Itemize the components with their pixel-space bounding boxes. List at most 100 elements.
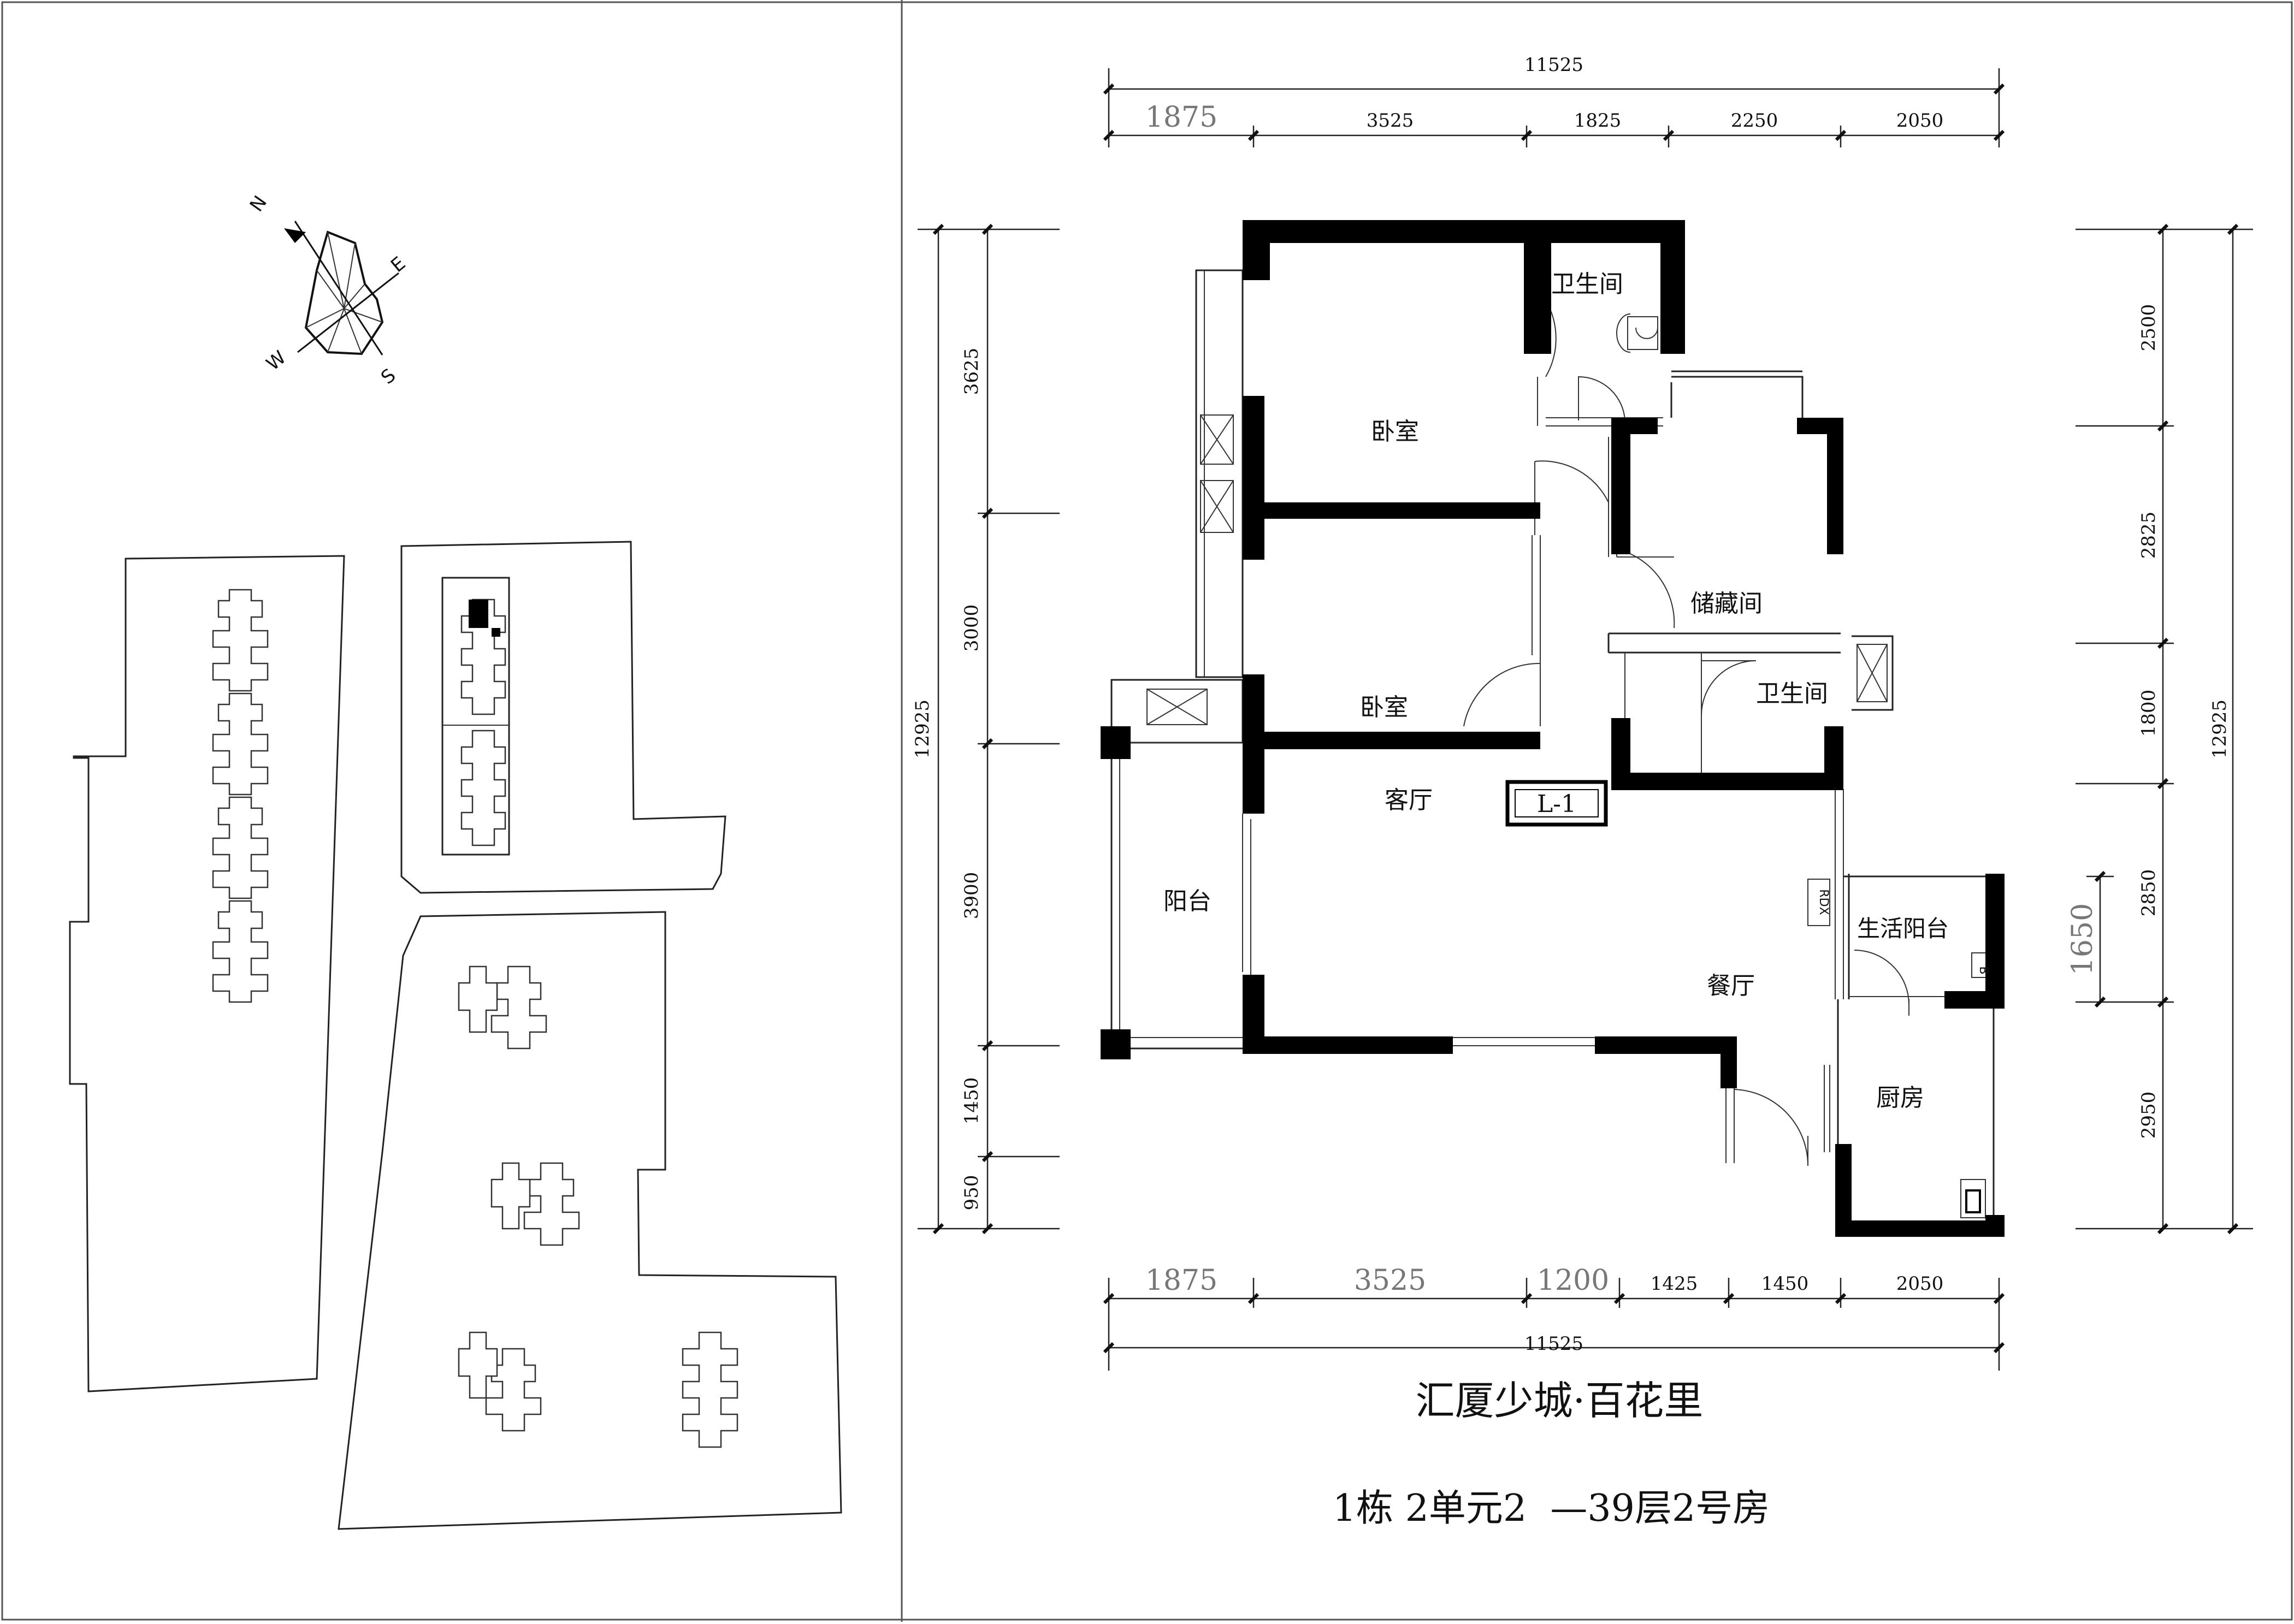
wall: [1985, 874, 2005, 991]
building-block: [490, 1162, 531, 1230]
room-label-bedroom: 卧室: [1371, 418, 1419, 446]
north-axis: [294, 221, 383, 355]
building-block: [485, 1348, 542, 1432]
rdx-box: [1807, 879, 1830, 926]
dim-bottom-5: 1450: [1761, 1273, 1809, 1295]
north-arrow-icon: [284, 228, 306, 243]
compass-label-e: E: [387, 252, 410, 276]
site-block-outline: [441, 577, 510, 856]
unit-tag-frame-inner: [1515, 789, 1599, 817]
dim-right-sub: 1650: [2066, 903, 2099, 975]
title-block: 汇厦少城·百花里 1栋 2单元2 —39层2号房: [1333, 1378, 1770, 1530]
site-parcel-north: [400, 541, 726, 894]
wind-rose-ray: [344, 242, 356, 309]
building-block: [458, 965, 498, 1033]
unit-type-tag: L-1: [1505, 780, 1608, 827]
site-plan: N E S W: [69, 192, 842, 1530]
unit-type-label: L-1: [1537, 790, 1576, 818]
wind-rose-ray: [344, 308, 362, 354]
dim-right-5: 2950: [2138, 1092, 2160, 1139]
building-row-south: [458, 965, 738, 1448]
ac-ledge: [1670, 370, 1804, 418]
flue-inner: [1965, 1189, 1981, 1213]
wall: [1243, 396, 1264, 560]
building-block: [523, 1162, 580, 1246]
vent-shaft: [1857, 644, 1888, 702]
wall: [1660, 220, 1685, 354]
room-label-living-room: 客厅: [1385, 786, 1433, 814]
dim-bottom-total: 11525: [1524, 1333, 1583, 1355]
building-block: [212, 589, 269, 692]
ac-unit: [1146, 689, 1208, 725]
room-label-kitchen: 厨房: [1876, 1084, 1924, 1112]
vent-shaft: [1200, 414, 1234, 465]
room-label-storage: 储藏间: [1690, 590, 1763, 618]
structural-walls: [1101, 220, 2005, 1237]
wind-rose-ray: [327, 308, 345, 353]
wall: [1524, 220, 1551, 354]
building-block: [458, 1331, 498, 1399]
room-label-bathroom: 卫生间: [1551, 270, 1623, 298]
dim-top-1: 1875: [1145, 101, 1217, 134]
wall: [1243, 220, 1680, 243]
current-building-marker: [492, 628, 500, 637]
current-building-marker: [469, 600, 488, 628]
building-block: [212, 900, 269, 1003]
dim-top-2: 3525: [1367, 110, 1414, 132]
wall: [1985, 1215, 2005, 1237]
wind-rose-ray: [344, 283, 365, 309]
vent-shaft: [1200, 480, 1234, 533]
vent-shaft-cross: [1857, 644, 1888, 702]
wall: [1824, 726, 1843, 789]
dim-ticks-left: [918, 223, 1060, 1235]
dim-bottom-6: 2050: [1896, 1273, 1944, 1295]
wall: [1101, 1029, 1131, 1059]
wall: [1243, 502, 1540, 519]
compass-label-w: W: [262, 347, 290, 375]
site-parcel-south: [338, 911, 842, 1530]
ac-unit-cross: [1146, 689, 1208, 725]
vent-shaft-cross: [1200, 414, 1234, 465]
dim-top-3: 1825: [1574, 110, 1622, 132]
dim-right-total: 12925: [2209, 700, 2231, 758]
door-swing: [1463, 662, 1541, 727]
dim-bottom-2: 3525: [1354, 1264, 1426, 1297]
wall: [1243, 1036, 1453, 1054]
door-swing: [1534, 460, 1609, 503]
dim-top-total: 11525: [1524, 54, 1583, 76]
dim-right-1: 2500: [2138, 304, 2160, 352]
wall: [1827, 418, 1843, 554]
room-labels: 卧室 卧室 卫生间 卫生间 储藏间 客厅 阳台 餐厅 生活阳台 厨房: [1163, 270, 1949, 1112]
wall: [1611, 418, 1630, 554]
vent-shaft-cross: [1200, 480, 1234, 533]
dim-top-4: 2250: [1731, 110, 1778, 132]
dim-left-1: 3625: [961, 348, 983, 395]
wind-rose-shape: [304, 230, 384, 355]
wall: [1985, 991, 2005, 997]
unit-description: 1栋 2单元2 —39层2号房: [1333, 1487, 1770, 1530]
wall: [1595, 1036, 1737, 1054]
wind-rose-ray: [305, 308, 345, 328]
door-swing: [1734, 1089, 1808, 1164]
site-parcel-west: [69, 555, 345, 1392]
rdx-label: RDX: [1817, 889, 1830, 915]
flue: [1960, 1179, 1986, 1218]
dim-left-total: 12925: [912, 700, 933, 758]
door-swing: [1624, 551, 1675, 629]
wall: [1611, 773, 1843, 790]
dim-right-4: 2850: [2138, 869, 2160, 917]
building-block: [212, 692, 269, 796]
building-row-north: [460, 598, 506, 846]
compass-label-s: S: [377, 364, 400, 389]
project-title: 汇厦少城·百花里: [1416, 1378, 1704, 1424]
dim-top-5: 2050: [1896, 110, 1944, 132]
dim-left-4: 1450: [961, 1077, 983, 1125]
room-label-bedroom: 卧室: [1360, 694, 1408, 721]
wall: [1243, 732, 1540, 749]
building-block: [490, 965, 547, 1050]
dim-left-3: 3900: [961, 872, 983, 920]
building-block: [682, 1331, 738, 1448]
building-row-west: [212, 589, 269, 1003]
